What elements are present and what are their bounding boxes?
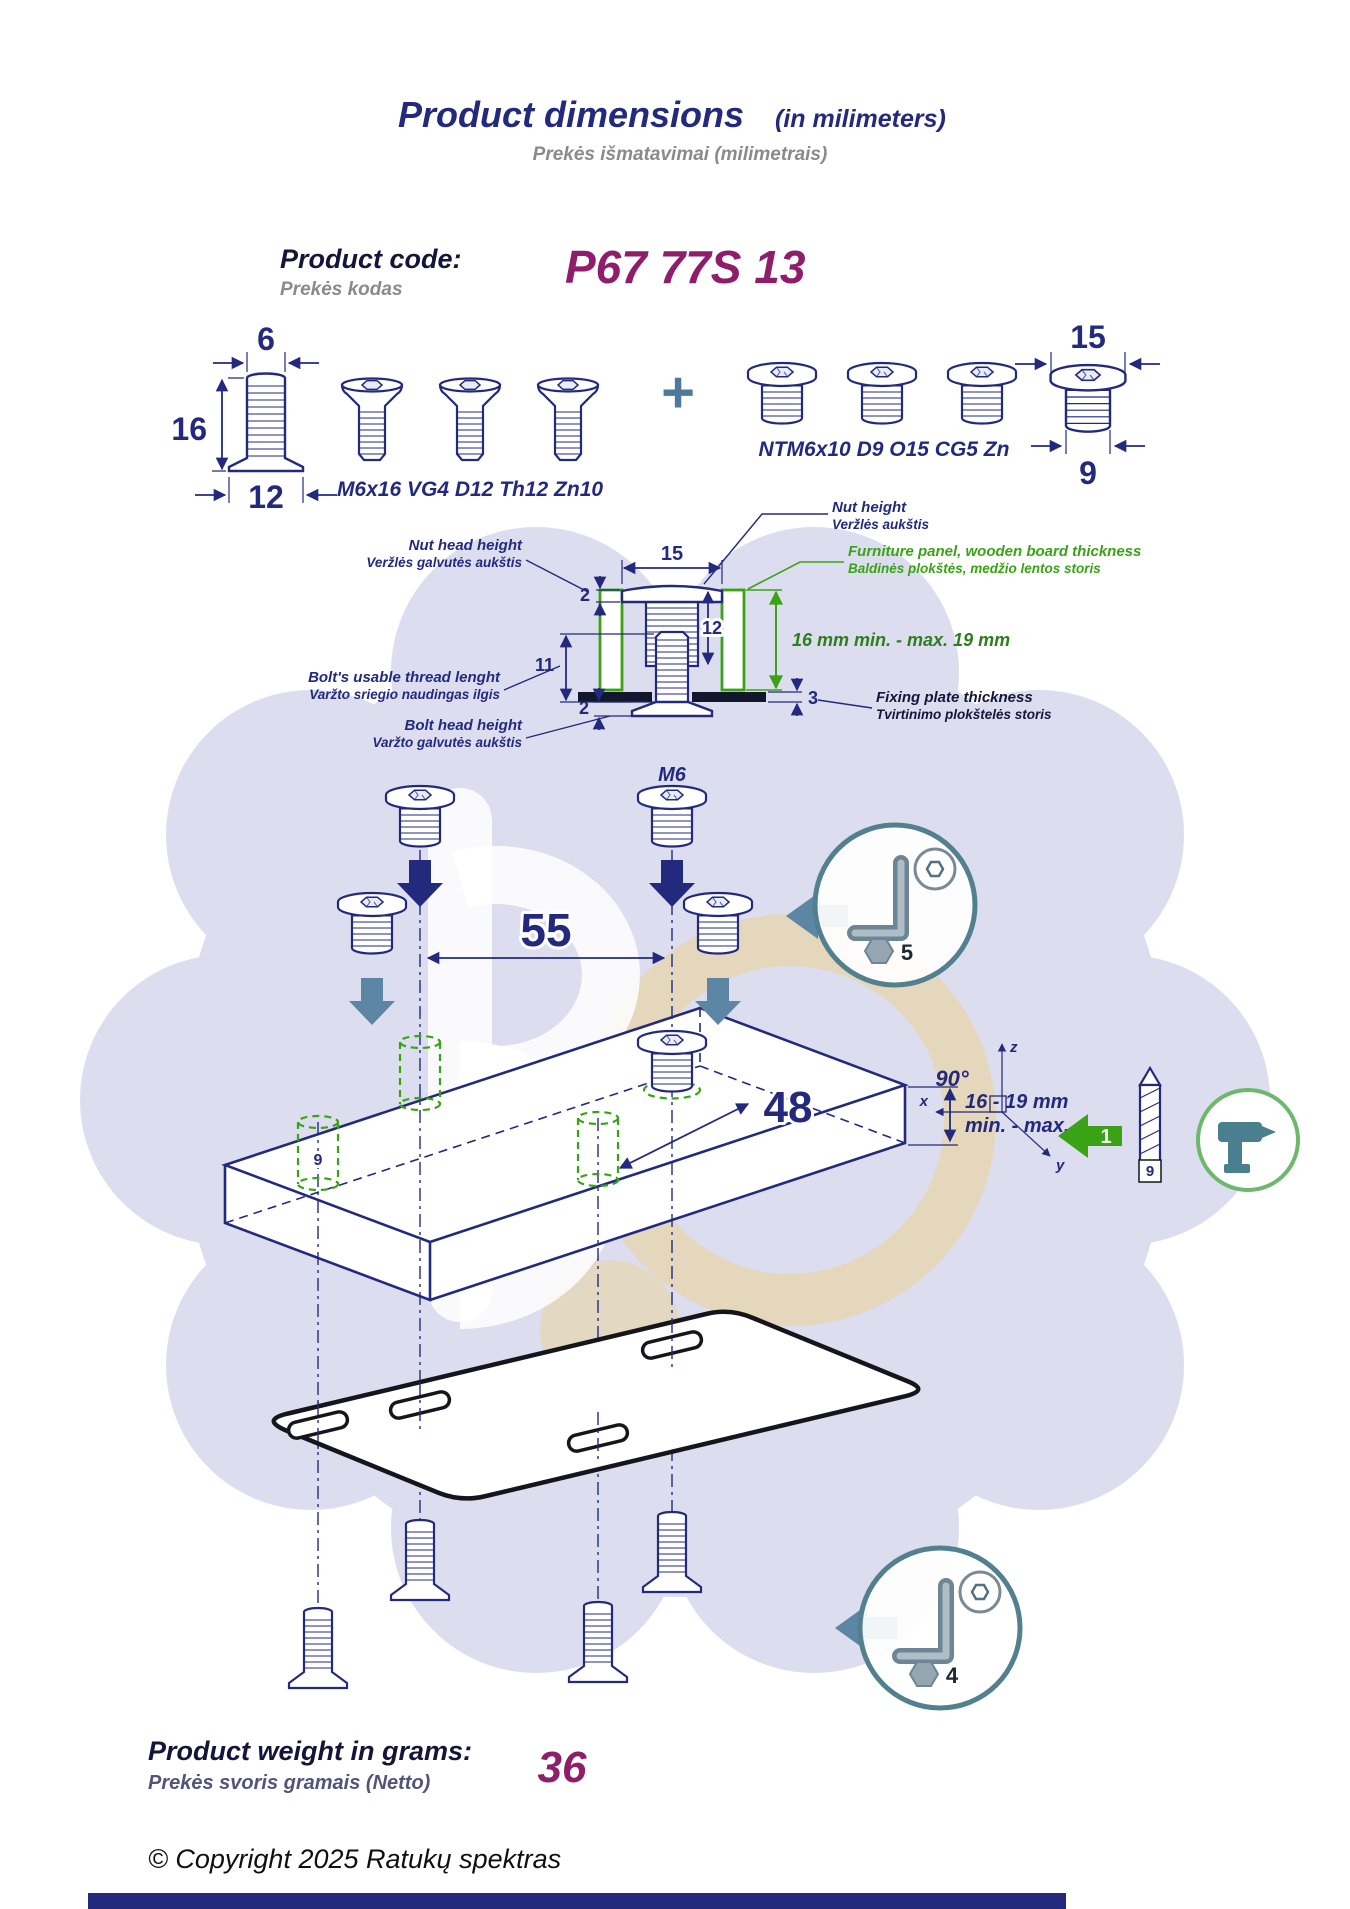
- page-title-suffix: (in milimeters): [775, 105, 946, 133]
- callout-nut-height-lt: Veržlės aukštis: [832, 517, 930, 532]
- bolt-drawing-dimensioned: 6 16 12: [171, 321, 337, 515]
- angle-label: 90°: [935, 1066, 968, 1091]
- dim-board-thickness: 16 - 19 mm: [965, 1091, 1068, 1113]
- footer-weight-label-en: Product weight in grams:: [148, 1736, 472, 1766]
- drill-bit-icon: 9: [1138, 1065, 1162, 1183]
- bolt-icon: [340, 377, 404, 462]
- dim-hole-diameter: 9: [314, 1152, 323, 1169]
- nut-flange-section: [620, 584, 724, 604]
- drill-hole: [642, 1080, 702, 1100]
- cross-section-diagram: 15 2 12 11 2 3 16 mm min. - max. 19 mm N…: [308, 499, 1141, 750]
- thread-size-label: M6: [658, 764, 687, 786]
- nut-drawing-dimensioned: 15 9: [1015, 319, 1160, 491]
- footer-weight-value: 36: [538, 1743, 587, 1792]
- callout-panel-en: Furniture panel, wooden board thickness: [848, 543, 1141, 560]
- callout-nut-height-en: Nut height: [832, 499, 907, 516]
- panel-section-right: [720, 588, 746, 692]
- bolt-spec-label: M6x16 VG4 D12 Th12 Zn10: [337, 478, 603, 501]
- step-number: 1: [1100, 1126, 1111, 1148]
- footer-bar: [88, 1893, 1066, 1909]
- fixing-plate-section-right: [692, 692, 766, 702]
- assembly-diagram: M6 55 9 48 16 - 19 mm min. - max. 90°: [221, 764, 1300, 1612]
- dim-cs-plate-thickness: 3: [808, 688, 818, 708]
- nut-spec-label: NTM6x10 D9 O15 CG5 Zn: [759, 438, 1010, 461]
- drill-bit-diameter: 9: [1146, 1163, 1154, 1180]
- board-drawing: [221, 1006, 909, 1302]
- bolt-shank-section: [654, 630, 690, 702]
- panel-thickness-range: 16 mm min. - max. 19 mm: [792, 630, 1010, 650]
- callout-nut-head-height-lt: Veržlės galvutės aukštis: [366, 555, 522, 570]
- dim-bolt-length: 16: [171, 411, 207, 447]
- panel-section-left: [598, 588, 624, 692]
- axis-y-label: y: [1055, 1157, 1065, 1174]
- axis-x-label: x: [919, 1093, 929, 1110]
- page-title: Product dimensions: [398, 94, 744, 135]
- allen-key-size-top: 5: [901, 940, 913, 965]
- bolt-head-section: [630, 700, 714, 718]
- plus-icon: +: [661, 360, 695, 425]
- nut-icons: [746, 361, 1018, 425]
- allen-key-size-bottom: 4: [946, 1663, 959, 1688]
- allen-key-circle-bottom: 4: [835, 1548, 1020, 1708]
- product-code-value: P67 77S 13: [565, 241, 806, 293]
- callout-bolt-head-en: Bolt head height: [405, 717, 524, 734]
- bolt-icons: [340, 377, 600, 462]
- drill-icon: [1196, 1088, 1300, 1192]
- product-code-label-en: Product code:: [280, 244, 462, 274]
- callout-bolt-head-lt: Varžto galvutės aukštis: [372, 735, 522, 750]
- dim-bolt-head-diameter: 12: [248, 479, 284, 515]
- nut-icon: [846, 361, 918, 425]
- bolt-icon: [438, 377, 502, 462]
- dim-bolt-shank-diameter: 6: [257, 321, 275, 357]
- page-subtitle: Prekės išmatavimai (milimetrais): [533, 144, 828, 165]
- callout-panel-lt: Baldinės plokštės, medžio lentos storis: [848, 561, 1101, 576]
- dim-nut-head-diameter: 15: [1070, 319, 1106, 355]
- centerline-axes: [317, 850, 673, 1612]
- axis-indicator: 90° z x y: [919, 1039, 1065, 1174]
- dim-nut-body-diameter: 9: [1079, 455, 1097, 491]
- footer-weight-label-lt: Prekės svoris gramais (Netto): [148, 1772, 431, 1794]
- dim-cs-nut-head-height: 2: [580, 585, 590, 605]
- product-code-label-lt: Prekės kodas: [280, 279, 403, 300]
- nut-icon: [746, 361, 818, 425]
- dim-hole-spacing-diagonal: 48: [764, 1083, 813, 1132]
- allen-key-icon: [815, 825, 975, 985]
- fixing-plate-drawing: [271, 1309, 921, 1501]
- callout-nut-head-height-en: Nut head height: [409, 537, 523, 554]
- callout-thread-lt: Varžto sriegio naudingas ilgis: [309, 687, 500, 702]
- allen-key-circle-top: 5: [786, 825, 975, 985]
- dim-cs-bolt-head-height: 2: [579, 698, 589, 718]
- allen-key-icon: [860, 1548, 1020, 1708]
- callout-plate-en: Fixing plate thickness: [876, 689, 1033, 706]
- bolt-icon: [287, 1606, 349, 1690]
- bolt-icon: [536, 377, 600, 462]
- axis-z-label: z: [1009, 1039, 1018, 1056]
- copyright-text: © Copyright 2025 Ratukų spektras: [148, 1844, 561, 1874]
- dim-cs-head-width: 15: [661, 543, 683, 565]
- step-arrow: 1: [1058, 1114, 1122, 1158]
- dim-hole-spacing: 55: [520, 904, 571, 956]
- fixing-plate-section-left: [578, 692, 652, 702]
- callout-plate-lt: Tvirtinimo plokštelės storis: [876, 707, 1052, 722]
- callout-thread-en: Bolt's usable thread lenght: [308, 669, 501, 686]
- dim-cs-nut-height: 12: [702, 618, 722, 638]
- nut-icon: [946, 361, 1018, 425]
